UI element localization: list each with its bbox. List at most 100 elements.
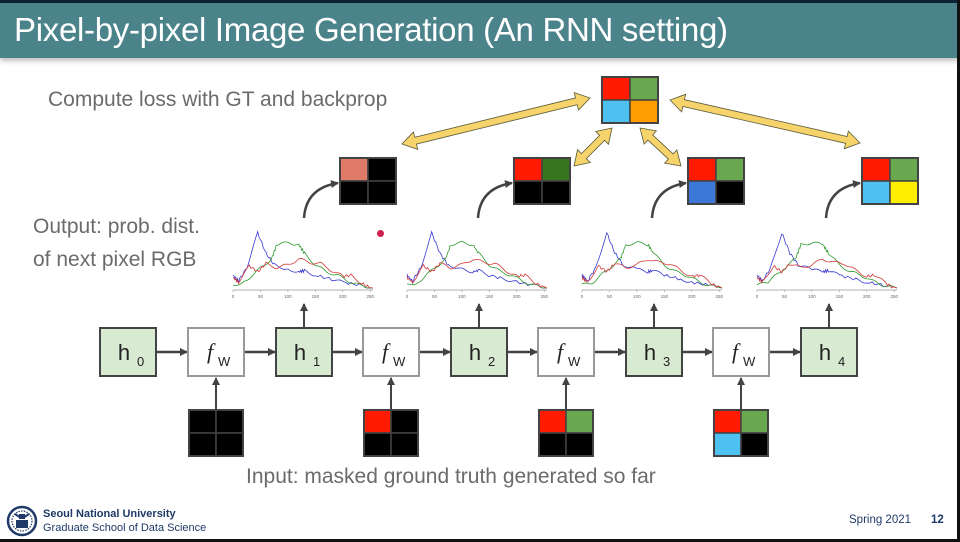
function-box	[187, 327, 245, 377]
pixel-cell	[889, 180, 919, 205]
function-subscript: W	[393, 354, 406, 369]
histogram-tick-label: 50	[607, 294, 613, 299]
loss-caption: Compute loss with GT and backprop	[48, 88, 388, 111]
curved-output-arrow	[302, 180, 339, 219]
pixel-cell	[367, 157, 397, 182]
histogram-tick-label: 50	[432, 294, 438, 299]
pixel-cell	[339, 180, 369, 205]
title-bar: Pixel-by-pixel Image Generation (An RNN …	[0, 3, 960, 58]
output-grid-2	[513, 157, 571, 205]
pixel-cell	[538, 432, 567, 457]
loss-arrow-1	[401, 91, 591, 151]
output-histogram-3: 0 50 100 150 200 250	[581, 231, 724, 328]
hidden-state-box	[800, 327, 858, 377]
histogram-tick-label: 250	[366, 294, 374, 299]
function-label: f	[382, 339, 391, 364]
hidden-state-label: h	[118, 340, 130, 365]
right-border	[957, 0, 960, 542]
histogram-tick-label: 150	[836, 294, 844, 299]
histogram-tick-label: 100	[458, 294, 466, 299]
pixel-cell	[390, 409, 419, 434]
pixel-cell	[215, 432, 244, 457]
function-subscript: W	[568, 354, 581, 369]
input-grid-4	[713, 409, 769, 457]
histogram-line-green	[232, 241, 373, 289]
pixel-cell	[188, 432, 217, 457]
histogram-tick-label: 250	[890, 294, 898, 299]
histogram-tick-label: 200	[688, 294, 696, 299]
curved-output-arrow	[824, 180, 861, 219]
pixel-cell	[188, 409, 217, 434]
histogram-tick-label: 0	[581, 294, 584, 299]
histogram-tick-label: 150	[661, 294, 669, 299]
histogram-tick-label: 250	[715, 294, 723, 299]
histogram-line-blue	[756, 233, 898, 289]
school-name: Graduate School of Data Science	[43, 522, 207, 534]
grid-border	[538, 409, 594, 457]
histogram-tick-label: 0	[232, 294, 235, 299]
pixel-cell	[740, 409, 769, 434]
pixel-cell	[339, 157, 369, 182]
function-label: f	[732, 339, 741, 364]
histogram-line-green	[581, 241, 723, 289]
top-border	[0, 0, 960, 3]
loss-arrow-3	[639, 127, 682, 167]
grid-border	[513, 157, 571, 205]
hidden-state-box	[625, 327, 683, 377]
pixel-cell	[740, 432, 769, 457]
histogram-line-red	[406, 259, 548, 289]
curved-output-arrow	[650, 180, 687, 219]
pixel-cell	[713, 432, 742, 457]
pixel-cell	[367, 180, 397, 205]
output-grid-3	[687, 157, 745, 205]
histogram-line-blue	[581, 231, 723, 289]
university-logo-icon	[6, 505, 38, 537]
histogram-tick-label: 250	[540, 294, 548, 299]
input-caption: Input: masked ground truth generated so …	[246, 465, 656, 488]
pixel-cell	[513, 157, 543, 182]
curved-output-arrow	[476, 180, 513, 219]
pixel-cell	[390, 432, 419, 457]
input-grid-1	[188, 409, 244, 457]
laser-pointer-dot	[377, 230, 384, 237]
pixel-cell	[601, 99, 631, 124]
pixel-cell	[538, 409, 567, 434]
grid-border	[687, 157, 745, 205]
histogram-line-red	[232, 258, 374, 289]
function-subscript: W	[218, 354, 231, 369]
pixel-cell	[565, 409, 594, 434]
histogram-tick-label: 100	[633, 294, 641, 299]
pixel-cell	[541, 180, 571, 205]
pixel-cell	[715, 157, 745, 182]
pixel-cell	[861, 180, 891, 205]
output-grid-4	[861, 157, 919, 205]
pixel-cell	[687, 157, 717, 182]
input-grid-3	[538, 409, 594, 457]
output-caption-line2: of next pixel RGB	[33, 248, 197, 271]
hidden-state-subscript: 3	[663, 354, 670, 369]
histogram-tick-label: 50	[258, 294, 264, 299]
pixel-cell	[687, 180, 717, 205]
histogram-line-red	[756, 259, 898, 289]
histogram-tick-label: 0	[756, 294, 759, 299]
bottom-border	[0, 539, 960, 542]
input-grid-2	[363, 409, 419, 457]
hidden-state-subscript: 0	[137, 354, 144, 369]
hidden-state-label: h	[294, 340, 306, 365]
histogram-tick-label: 150	[312, 294, 320, 299]
ground-truth-grid	[601, 76, 659, 124]
histogram-tick-label: 150	[486, 294, 494, 299]
function-box	[537, 327, 595, 377]
histogram-tick-label: 100	[808, 294, 816, 299]
function-box	[362, 327, 420, 377]
hidden-state-subscript: 1	[313, 354, 320, 369]
